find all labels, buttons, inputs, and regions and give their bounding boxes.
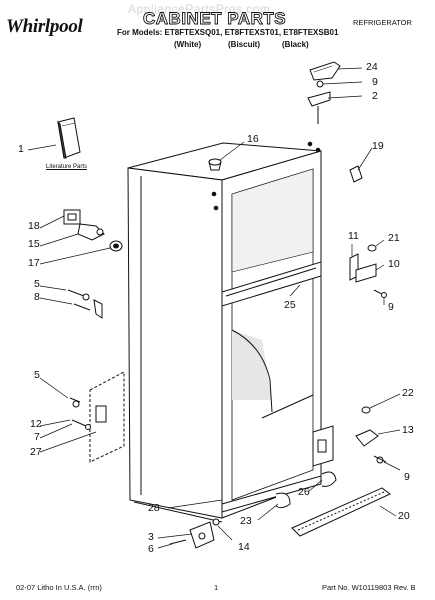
toe-grille-part	[291, 487, 391, 537]
callout-6: 6	[148, 543, 154, 555]
literature-parts-label: Literature Parts	[46, 164, 88, 170]
callout-21: 21	[388, 232, 400, 244]
lower-side-panel-part	[69, 371, 125, 463]
watermark-text: AppliancePartsPros.com	[128, 2, 271, 16]
callout-24: 24	[366, 61, 378, 73]
literature-booklet-part	[57, 117, 81, 159]
door-stop-part	[63, 209, 123, 252]
callout-14: 14	[238, 541, 250, 553]
refrigerator-cabinet	[127, 141, 334, 523]
toe-grille-clip-part	[275, 471, 337, 509]
hinge-pin-part	[349, 165, 363, 183]
callout-20: 20	[398, 510, 410, 522]
callout-3: 3	[148, 531, 154, 543]
callout-12: 12	[30, 418, 42, 430]
callout-8: 8	[34, 291, 40, 303]
callout-11: 11	[348, 230, 359, 242]
callout-19: 19	[372, 140, 384, 152]
page-title: CABINET PARTS	[143, 9, 287, 29]
callout-18: 18	[28, 220, 40, 232]
callout-1: 1	[18, 143, 24, 155]
screw-and-clip-part	[67, 289, 103, 319]
callout-7: 7	[34, 431, 40, 443]
top-hinge-cover-part	[309, 61, 341, 81]
callout-25: 25	[284, 299, 296, 311]
callout-17: 17	[28, 257, 40, 269]
mullion-bracket-part	[349, 244, 387, 298]
cabinet-plug-part	[208, 158, 222, 171]
color-label-black: (Black)	[282, 40, 309, 49]
callout-13: 13	[402, 424, 414, 436]
callout-2: 2	[372, 90, 378, 102]
color-label-biscuit: (Biscuit)	[228, 40, 260, 49]
bottom-hinge-part	[169, 518, 220, 549]
callout-23: 23	[240, 515, 252, 527]
lower-hinge-bracket-part	[355, 406, 387, 464]
footer-page-number: 1	[214, 583, 219, 592]
callout-16: 16	[247, 133, 259, 145]
color-label-white: (White)	[174, 40, 202, 49]
callout-22: 22	[402, 387, 414, 399]
callout-28: 28	[148, 502, 160, 514]
category-label: REFRIGERATOR	[353, 18, 412, 27]
callout-15: 15	[28, 238, 40, 250]
models-line: For Models: ET8FTEXSQ01, ET8FTEXST01, ET…	[117, 28, 339, 37]
whirlpool-logo: Whirlpool	[6, 16, 83, 37]
top-hinge-part	[307, 80, 331, 124]
footer-part-number: Part No. W10119803 Rev. B	[322, 583, 416, 592]
callout-5-lower: 5	[34, 369, 40, 381]
footer-litho: 02-07 Litho In U.S.A. (rrn)	[16, 583, 102, 592]
callout-27: 27	[30, 446, 42, 458]
leader-lines	[27, 67, 401, 549]
callout-26: 26	[298, 486, 310, 498]
callout-9-middle: 9	[388, 301, 394, 313]
callout-5-upper: 5	[34, 278, 40, 290]
callout-9-bottom: 9	[404, 471, 410, 483]
callout-9-top: 9	[372, 76, 378, 88]
callout-10: 10	[388, 258, 400, 270]
